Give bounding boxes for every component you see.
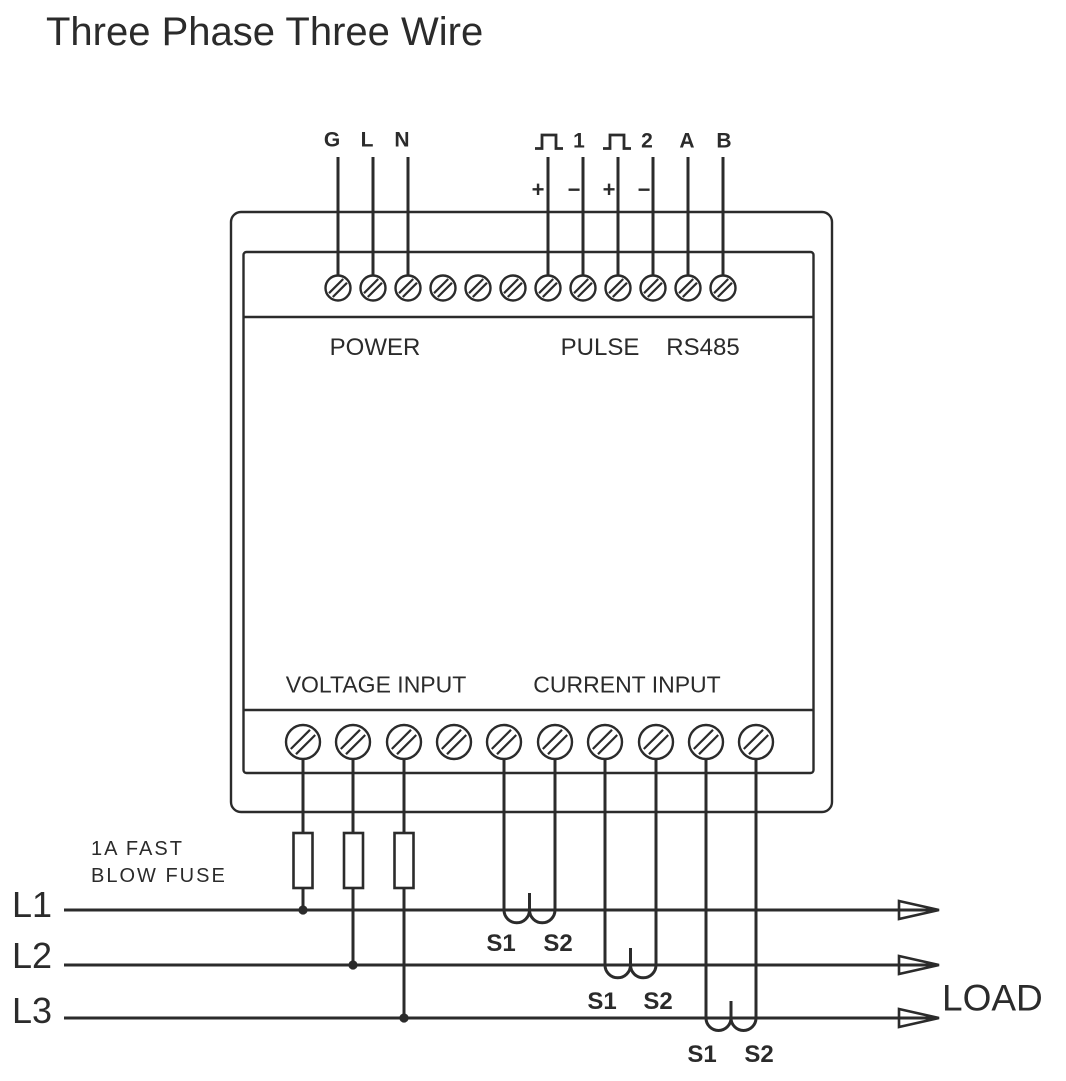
screw-terminal-icon — [334, 723, 372, 761]
section-label-voltage-input: VOLTAGE INPUT — [285, 671, 467, 698]
screw-terminal-icon — [586, 723, 624, 761]
screw-terminal-icon — [674, 274, 702, 302]
bottom-wires — [301, 742, 758, 1018]
screw-terminal-icon — [604, 274, 632, 302]
page-title: Three Phase Three Wire — [46, 10, 484, 54]
pulse-waveform-icon — [603, 133, 631, 150]
polarity-plus-1: + — [531, 177, 545, 202]
ct2-s1-label: S1 — [587, 988, 617, 1015]
device-outer-box — [229, 210, 834, 814]
ct3-s1-label: S1 — [687, 1041, 717, 1068]
ct3-s2-label: S2 — [744, 1041, 774, 1068]
screw-terminal-icon — [385, 723, 423, 761]
section-label-rs485: RS485 — [666, 334, 740, 361]
junction-dot — [399, 1013, 409, 1023]
terminal-label-pulse1: 1 — [573, 129, 585, 153]
top-wires — [336, 157, 725, 288]
phase-label-l2: L2 — [12, 935, 53, 976]
screw-terminal-icon — [637, 723, 675, 761]
terminal-label-b: B — [716, 129, 732, 153]
terminal-label-g: G — [323, 128, 341, 152]
screw-terminal-icon — [536, 723, 574, 761]
screw-terminal-icon — [687, 723, 725, 761]
screw-terminal-icon — [464, 274, 492, 302]
screw-terminal-icon — [394, 274, 422, 302]
terminal-label-n: N — [394, 128, 410, 152]
load-arrow-icon — [897, 899, 940, 921]
pulse-waveform-icon — [535, 133, 563, 150]
polarity-plus-2: + — [602, 177, 616, 202]
screw-terminal-icon — [569, 274, 597, 302]
screw-terminal-icon — [485, 723, 523, 761]
phase-label-l1: L1 — [12, 884, 53, 925]
screw-terminal-icon — [709, 274, 737, 302]
ct-coils — [502, 893, 758, 1032]
ct-coil-icon — [704, 1017, 758, 1032]
fuse-icon — [292, 831, 314, 890]
section-label-pulse: PULSE — [560, 334, 640, 361]
load-arrow-icon — [897, 954, 940, 976]
ct-coil-icon — [603, 964, 658, 980]
phase-label-l3: L3 — [12, 990, 53, 1031]
junction-dot — [348, 960, 358, 970]
device-inner-box — [242, 250, 815, 775]
fuse-icon — [393, 831, 415, 890]
ct1-s1-label: S1 — [486, 930, 516, 957]
junction-dot — [298, 905, 308, 915]
fuse-note-line2: BLOW FUSE — [91, 865, 227, 887]
screw-terminal-icon — [429, 274, 457, 302]
ct1-s2-label: S2 — [543, 930, 573, 957]
load-arrow-icon — [897, 1007, 940, 1029]
screw-terminal-icon — [737, 723, 775, 761]
ct-coil-icon — [502, 909, 557, 925]
terminal-label-l: L — [360, 128, 374, 152]
fuse-note: 1A FAST BLOW FUSE — [91, 836, 227, 890]
terminal-label-a: A — [679, 129, 695, 153]
screw-terminal-icon — [534, 274, 562, 302]
bottom-terminal-strip — [284, 723, 775, 761]
top-terminal-strip — [324, 274, 737, 302]
terminal-label-pulse2: 2 — [641, 129, 653, 153]
polarity-minus-1: − — [567, 177, 581, 202]
fuse-icon — [342, 831, 365, 890]
ct2-s2-label: S2 — [643, 988, 673, 1015]
screw-terminal-icon — [359, 274, 387, 302]
polarity-minus-2: − — [637, 177, 651, 202]
screw-terminal-icon — [639, 274, 667, 302]
load-label: LOAD — [942, 977, 1043, 1019]
screw-terminal-icon — [499, 274, 527, 302]
section-label-current-input: CURRENT INPUT — [533, 671, 721, 698]
screw-terminal-icon — [324, 274, 352, 302]
screw-terminal-icon — [435, 723, 473, 761]
screw-terminal-icon — [284, 723, 322, 761]
section-label-power: POWER — [329, 334, 421, 361]
fuse-note-line1: 1A FAST — [91, 838, 184, 860]
